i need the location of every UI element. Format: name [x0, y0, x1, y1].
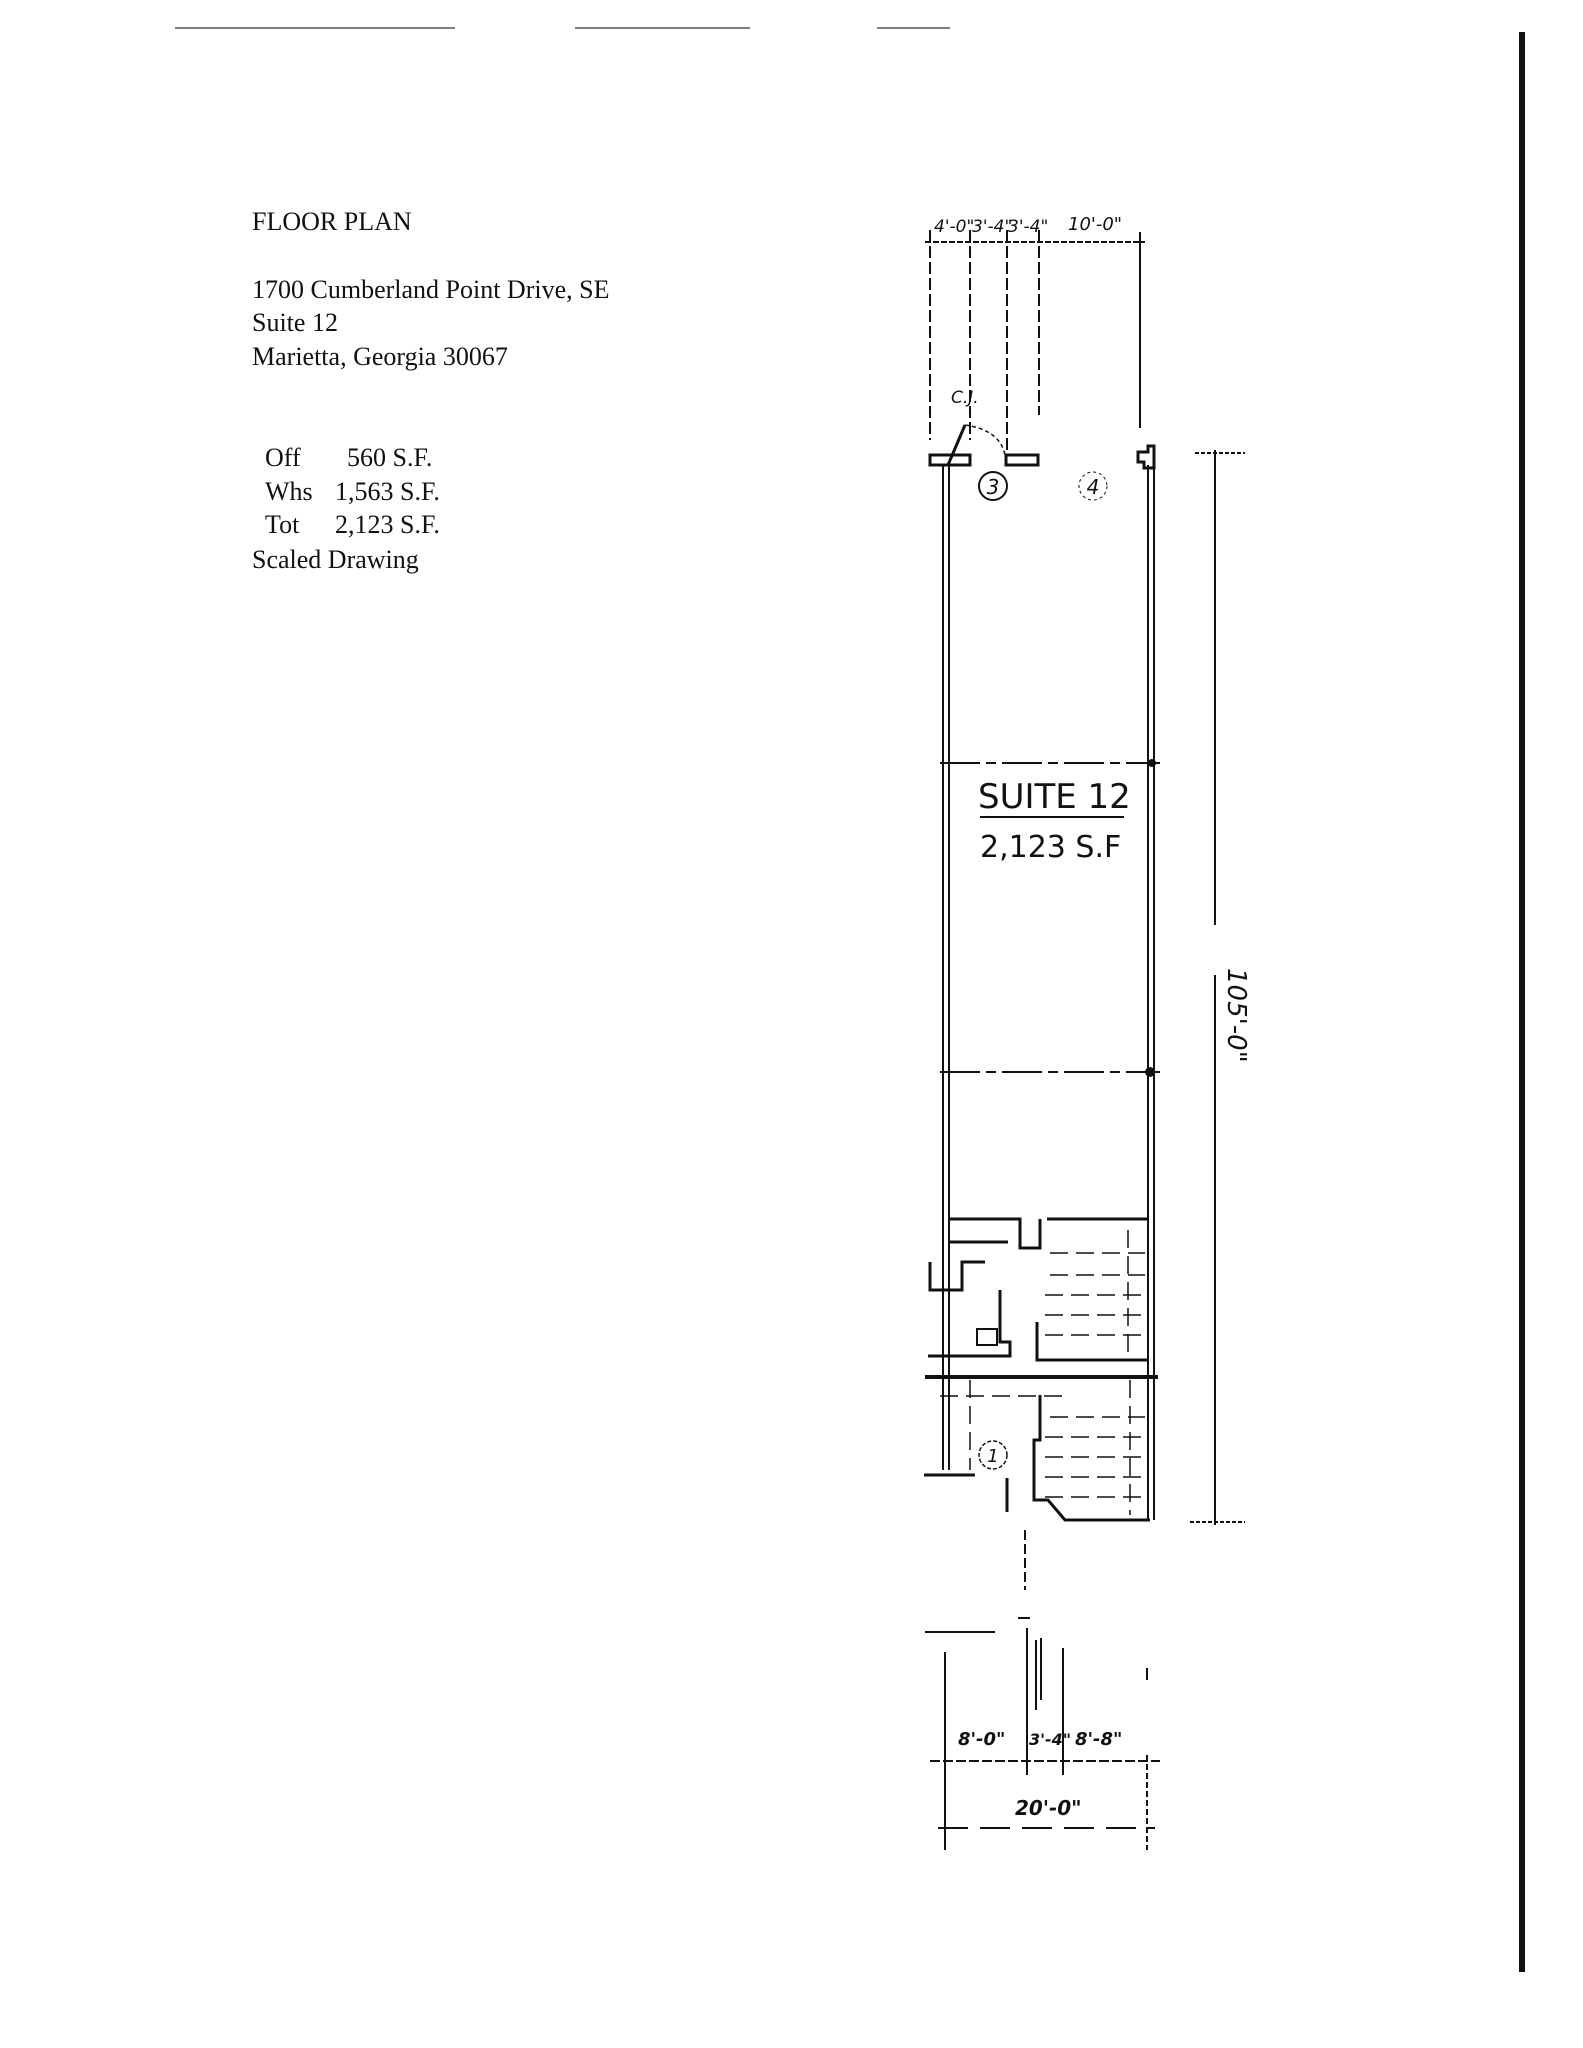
door-marker-1: 1: [978, 1440, 1008, 1470]
office-area: [924, 1217, 1158, 1522]
area-value: 2,123 S.F.: [335, 510, 440, 539]
area-row-warehouse: Whs 1,563 S.F.: [252, 441, 440, 509]
address-line-1: 1700 Cumberland Point Drive, SE: [252, 275, 610, 304]
control-joint-label: C.J.: [951, 388, 979, 408]
svg-text:4: 4: [1087, 475, 1100, 499]
door-marker-3: 3: [978, 471, 1008, 501]
area-row-office: Off 560 S.F.: [252, 407, 432, 475]
bottom-dim-1: 8'-0": [958, 1729, 1005, 1750]
area-value: 560 S.F.: [347, 443, 433, 472]
svg-text:3: 3: [987, 475, 1000, 499]
scaled-drawing-note: Scaled Drawing: [252, 545, 419, 574]
suite-label: SUITE 12: [978, 777, 1131, 817]
address-line-2: Suite 12: [252, 308, 338, 337]
ceiling-grid: [940, 1230, 1145, 1515]
bottom-dimension-string: [925, 1530, 1160, 1850]
area-value: 1,563 S.F.: [335, 477, 440, 506]
top-dim-4: 10'-0": [1068, 214, 1122, 235]
bottom-dim-3: 8'-8": [1075, 1729, 1122, 1750]
address-line-3: Marietta, Georgia 30067: [252, 342, 508, 371]
top-dim-1: 4'-0": [934, 217, 974, 237]
width-dim: 20'-0": [1015, 1796, 1082, 1820]
area-label: Off: [265, 443, 301, 472]
area-label: Whs: [265, 477, 313, 506]
door-marker-4: 4: [1078, 471, 1108, 501]
side-walls: [942, 465, 1155, 1520]
area-row-total: Tot 2,123 S.F.: [252, 474, 440, 542]
top-dim-2: 3'-4": [972, 217, 1012, 237]
right-border-bar: [1519, 32, 1525, 1972]
depth-dimension-line: [1190, 450, 1245, 1525]
bottom-dim-2: 3'-4": [1029, 1730, 1071, 1749]
area-label: Tot: [265, 510, 300, 539]
top-dimension-string: [925, 230, 1145, 455]
depth-dim: 105'-0": [1221, 968, 1251, 1063]
svg-text:1: 1: [987, 1446, 998, 1467]
page-title: FLOOR PLAN: [252, 207, 412, 236]
front-wall: [928, 424, 1156, 470]
suite-area: 2,123 S.F: [980, 830, 1121, 865]
top-dim-3: 3'-4": [1008, 217, 1048, 237]
control-joints: [940, 762, 1160, 1073]
